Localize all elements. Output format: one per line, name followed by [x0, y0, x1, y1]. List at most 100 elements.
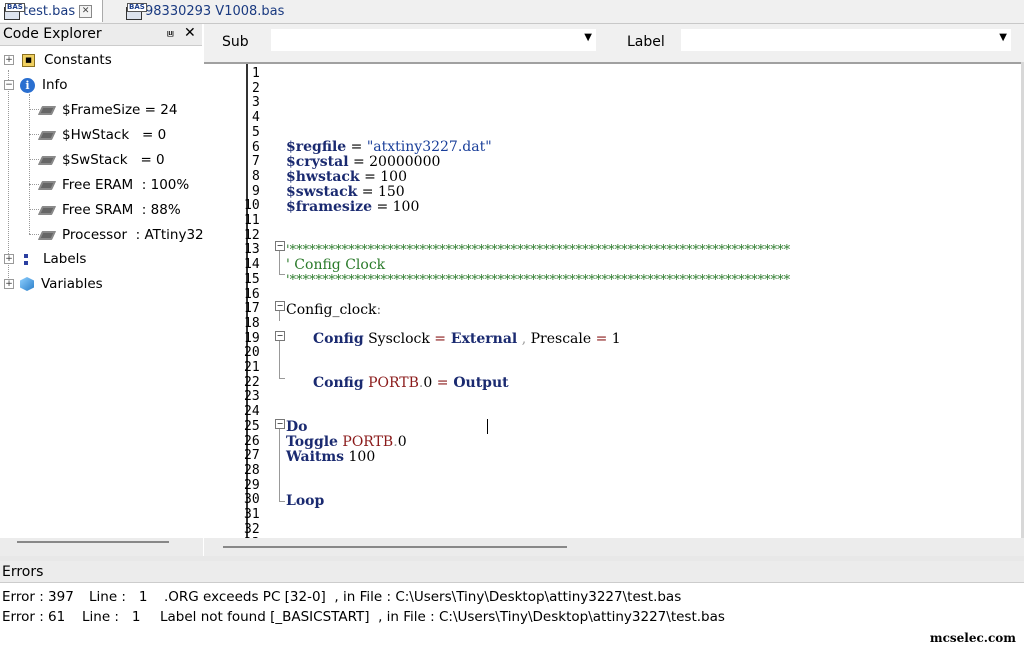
fold-icon[interactable]: −	[275, 331, 285, 341]
line-number: 27	[244, 448, 260, 464]
code-token: Waitms	[286, 449, 345, 465]
bas-file-icon: BAS	[4, 3, 25, 20]
tree-item-info[interactable]: i Info	[20, 74, 68, 96]
line-number: 22	[244, 374, 260, 390]
line-number: 13	[244, 242, 260, 258]
code-token: $framesize	[286, 199, 372, 215]
code-token: = 100	[372, 199, 420, 215]
chip-icon	[37, 180, 57, 190]
tree-item-label: Processor : ATtiny3227	[62, 227, 203, 243]
code-token: 0	[423, 375, 437, 391]
scrollbar-thumb[interactable]	[17, 541, 169, 543]
line-number: 16	[244, 286, 260, 302]
code-line-30: Loop	[286, 494, 324, 509]
error-message: .ORG exceeds PC [32-0] , in File : C:\Us…	[164, 589, 682, 605]
chip-icon	[37, 130, 57, 140]
code-token: =	[595, 331, 608, 347]
tab-label: test.bas	[23, 3, 76, 19]
line-number: 10	[244, 198, 260, 214]
tab-98330293-v1008[interactable]: BAS 98330293 V1008.bas	[122, 0, 284, 22]
code-token: Config_clock	[286, 302, 377, 318]
tree-item-label: Free ERAM : 100%	[62, 177, 190, 193]
expand-icon[interactable]: +	[4, 279, 14, 289]
tree-item-variables[interactable]: Variables	[20, 273, 103, 295]
code-token: $hwstack	[286, 169, 360, 185]
code-token: = 150	[357, 184, 405, 200]
line-number: 5	[252, 124, 260, 140]
code-line-22: Config PORTB.0 = Output	[313, 376, 509, 391]
tree-item-label: Constants	[44, 52, 112, 68]
chip-icon	[37, 105, 57, 115]
code-token: .	[418, 375, 424, 391]
line-number: 19	[244, 330, 260, 346]
sub-dropdown[interactable]: ▼	[271, 29, 596, 51]
tree-item-swstack[interactable]: $SwStack = 0	[37, 149, 165, 171]
tree-item-hwstack[interactable]: $HwStack = 0	[37, 124, 166, 146]
tree-item-labels[interactable]: Labels	[20, 248, 86, 270]
editor-horizontal-scrollbar[interactable]	[204, 538, 1024, 556]
code-token: =	[436, 375, 449, 391]
error-code: Error : 397	[2, 589, 74, 605]
fold-icon[interactable]: −	[275, 301, 285, 311]
variables-cube-icon	[20, 277, 34, 291]
code-explorer-tree: + ■ Constants − i Info $FrameSize = 24 $…	[0, 46, 203, 538]
code-token: =	[434, 331, 447, 347]
line-number: 17	[244, 301, 260, 317]
line-number: 7	[252, 154, 260, 170]
text-cursor	[487, 419, 488, 434]
tree-item-processor[interactable]: Processor : ATtiny3227	[37, 224, 203, 246]
code-token: 100	[344, 449, 376, 465]
line-number: 15	[244, 271, 260, 287]
collapse-icon[interactable]: −	[4, 80, 14, 90]
pin-icon[interactable]: ⩏	[167, 26, 174, 40]
code-token: = 100	[359, 169, 407, 185]
constants-icon: ■	[22, 53, 35, 67]
code-token: = 20000000	[348, 154, 441, 170]
code-token: Output	[448, 375, 509, 391]
scrollbar-thumb[interactable]	[223, 546, 567, 548]
code-line-10: $framesize = 100	[286, 200, 419, 215]
expand-icon[interactable]: +	[4, 254, 14, 264]
bas-file-icon: BAS	[126, 3, 147, 20]
line-number: 2	[252, 80, 260, 96]
line-number: 3	[252, 95, 260, 111]
label-dropdown[interactable]: ▼	[681, 29, 1011, 51]
editor-gutter	[204, 64, 244, 540]
error-code: Error : 61	[2, 609, 66, 625]
code-token: Toggle	[286, 434, 338, 450]
tree-item-label: Info	[42, 77, 68, 93]
code-line-9: $swstack = 150	[286, 185, 405, 200]
code-line-27: Waitms 100	[286, 450, 375, 465]
tree-item-framesize[interactable]: $FrameSize = 24	[37, 99, 177, 121]
code-line-15: '***************************************…	[286, 273, 791, 288]
tree-item-label: $SwStack = 0	[62, 152, 165, 168]
code-token: Sysclock	[363, 331, 435, 347]
tree-item-free-sram[interactable]: Free SRAM : 88%	[37, 199, 181, 221]
code-line-17: Config_clock:	[286, 303, 381, 318]
tree-item-label: Labels	[43, 251, 87, 267]
fold-icon[interactable]: −	[275, 241, 285, 251]
fold-icon[interactable]: −	[275, 419, 285, 429]
code-token: 0	[397, 434, 407, 450]
close-icon[interactable]: ✕	[184, 25, 196, 41]
code-token: =	[346, 139, 367, 155]
tree-item-constants[interactable]: ■ Constants	[22, 49, 112, 71]
close-tab-icon[interactable]: ✕	[79, 4, 93, 18]
code-explorer-scrollbar[interactable]	[0, 538, 203, 556]
tab-test-bas[interactable]: BAS test.bas ✕	[0, 0, 103, 22]
code-token: .	[393, 434, 398, 450]
tree-item-free-eram[interactable]: Free ERAM : 100%	[37, 174, 190, 196]
line-number: 12	[244, 227, 260, 243]
panel-splitter[interactable]	[0, 556, 1024, 561]
code-line-8: $hwstack = 100	[286, 170, 407, 185]
chip-icon	[37, 205, 57, 215]
code-explorer-title: Code Explorer	[3, 26, 102, 42]
code-token: Config	[313, 331, 364, 347]
watermark: mcselec.com	[929, 631, 1016, 645]
chip-icon	[37, 230, 57, 240]
expand-icon[interactable]: +	[4, 55, 14, 65]
